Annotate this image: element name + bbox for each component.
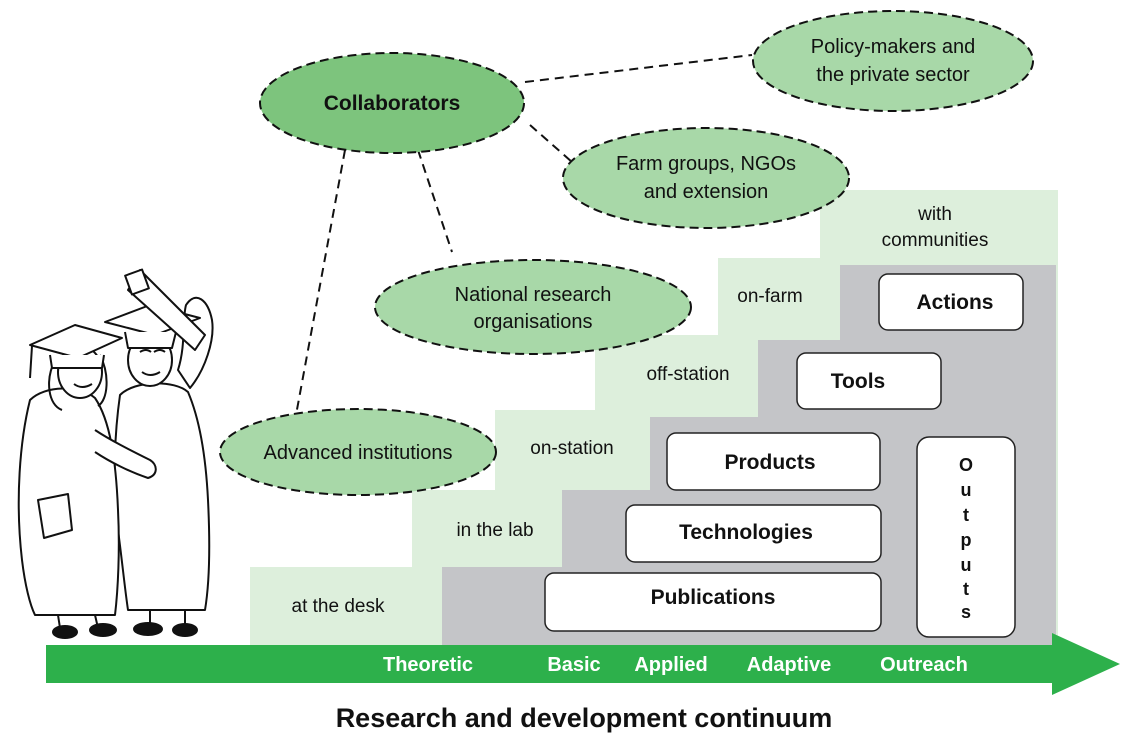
products-label: Products bbox=[724, 451, 815, 474]
outputs-box bbox=[916, 436, 1016, 638]
farm-ellipse bbox=[562, 127, 850, 229]
connector-national bbox=[417, 149, 453, 253]
stage-basic: Basic bbox=[547, 654, 600, 676]
policy-label-2: the private sector bbox=[816, 64, 970, 86]
step-label-offstation: off-station bbox=[646, 364, 729, 385]
paper-icon bbox=[37, 493, 73, 539]
graduates-illustration bbox=[17, 268, 214, 639]
outputs-letter-1: O bbox=[959, 455, 973, 475]
publications-box bbox=[544, 572, 882, 632]
farm-label-2: and extension bbox=[644, 181, 769, 203]
step-label-onfarm: on-farm bbox=[737, 286, 802, 307]
policy-ellipse bbox=[752, 10, 1034, 112]
stage-applied: Applied bbox=[634, 654, 707, 676]
stage-adaptive: Adaptive bbox=[747, 654, 831, 676]
outputs-letter-2: u bbox=[961, 480, 972, 500]
graduate-right-gown bbox=[113, 382, 211, 611]
technologies-label: Technologies bbox=[679, 521, 813, 544]
advanced-label: Advanced institutions bbox=[263, 442, 452, 464]
collaborators-label: Collaborators bbox=[324, 92, 461, 115]
connector-policy bbox=[524, 54, 753, 83]
national-label-1: National research bbox=[455, 284, 612, 306]
connector-farm bbox=[529, 124, 573, 163]
outputs-letter-6: t bbox=[963, 579, 969, 599]
diagram-title: Research and development continuum bbox=[336, 703, 833, 733]
collaborators-ellipse bbox=[259, 52, 525, 154]
outputs-letter-5: u bbox=[961, 555, 972, 575]
outputs-letter-7: s bbox=[961, 602, 971, 622]
step-label-station: on-station bbox=[530, 438, 613, 459]
stage-theoretic: Theoretic bbox=[383, 654, 473, 676]
tools-label: Tools bbox=[831, 370, 885, 393]
farm-label-1: Farm groups, NGOs bbox=[616, 153, 796, 175]
national-label-2: organisations bbox=[474, 311, 593, 333]
graduate-left-cap bbox=[29, 324, 123, 359]
actions-label: Actions bbox=[916, 291, 993, 314]
policy-label-1: Policy-makers and bbox=[811, 36, 976, 58]
outputs-letter-3: t bbox=[963, 505, 969, 525]
products-box bbox=[666, 432, 881, 491]
step-label-desk: at the desk bbox=[292, 596, 385, 617]
connector-lines bbox=[295, 54, 753, 416]
national-ellipse bbox=[374, 259, 692, 355]
step-label-lab: in the lab bbox=[456, 520, 533, 541]
technologies-box bbox=[625, 504, 882, 563]
advanced-ellipse bbox=[219, 408, 497, 496]
actions-box bbox=[878, 273, 1024, 331]
step-label-communities-2: communities bbox=[882, 230, 989, 251]
publications-label: Publications bbox=[651, 586, 776, 609]
continuum-arrow bbox=[46, 633, 1120, 695]
outputs-letter-4: p bbox=[961, 530, 972, 550]
stage-outreach: Outreach bbox=[880, 654, 968, 676]
connector-advanced bbox=[295, 149, 346, 416]
step-label-communities-1: with bbox=[917, 204, 952, 225]
tools-box bbox=[796, 352, 942, 410]
